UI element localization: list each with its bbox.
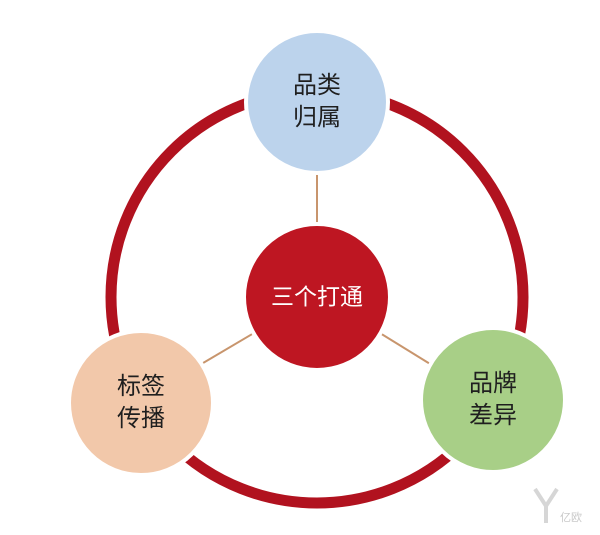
node-right-circle [419,326,567,474]
connector-left [197,329,260,367]
watermark-logo: 亿欧 [533,487,582,524]
node-top-circle [244,29,390,175]
node-right-line2: 差异 [469,401,517,429]
node-left-line1: 标签 [117,372,165,400]
center-circle [242,222,392,372]
watermark-text: 亿欧 [560,511,582,524]
node-top-line2: 归属 [293,103,341,131]
node-right-line1: 品牌 [469,369,517,397]
node-left-line2: 传播 [117,404,165,432]
connector-right [374,329,436,368]
center-label: 三个打通 [271,285,363,311]
node-left-circle [67,329,215,477]
node-top-line1: 品类 [293,71,341,99]
